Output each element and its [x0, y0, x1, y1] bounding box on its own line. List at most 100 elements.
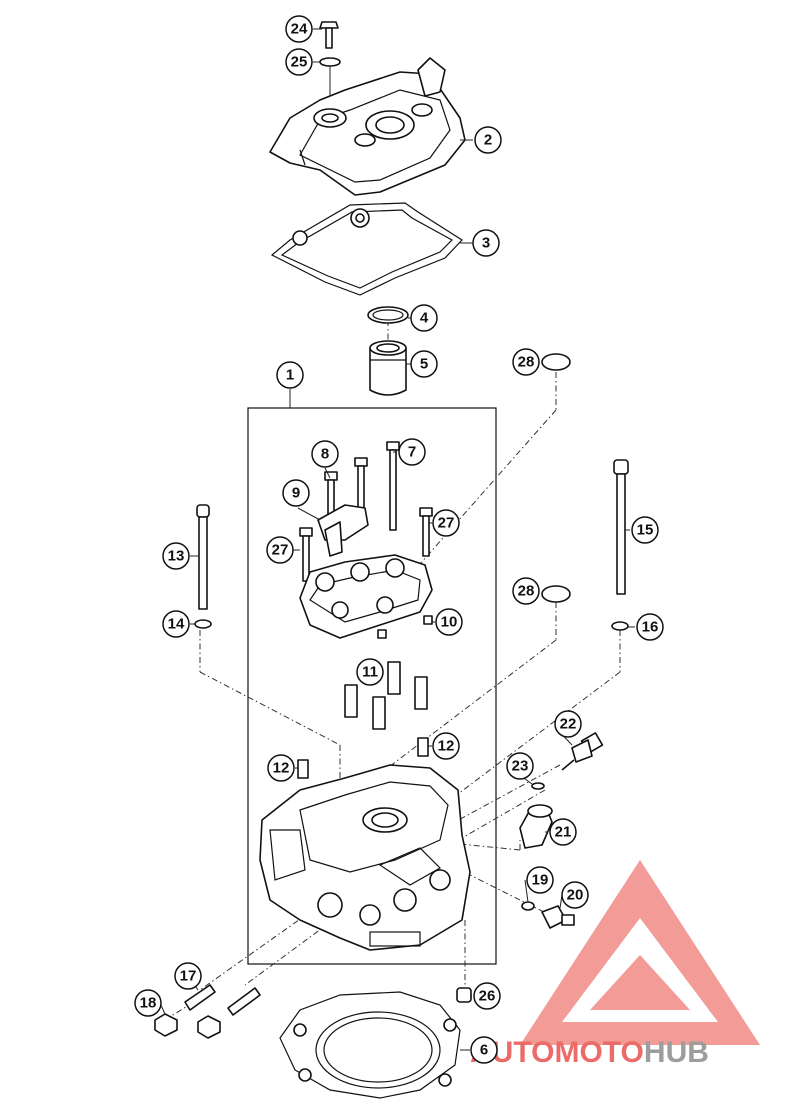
callout-circle — [470, 1036, 498, 1064]
callout-circle — [512, 577, 540, 605]
callout-circle — [174, 962, 202, 990]
callout-circle — [276, 361, 304, 389]
callout-circle — [162, 542, 190, 570]
callout-number: 8 — [321, 446, 329, 463]
callout-number: 3 — [482, 235, 490, 252]
callout-number: 23 — [512, 758, 529, 775]
alignment-line — [244, 914, 341, 986]
spark-plug-sleeve — [369, 340, 407, 396]
callout-circle — [285, 15, 313, 43]
callout-circle — [267, 754, 295, 782]
coolant-fitting — [519, 804, 553, 849]
cover-bolt — [319, 21, 339, 49]
callout-number: 9 — [292, 485, 300, 502]
cylinder-stud-right — [613, 459, 629, 595]
callout-circle — [506, 752, 534, 780]
dowel-pin — [297, 759, 309, 779]
callout-number: 25 — [291, 54, 308, 71]
callout-number: 28 — [518, 354, 535, 371]
callout-number: 20 — [567, 887, 584, 904]
callout-circle — [410, 304, 438, 332]
callout-circle — [282, 479, 310, 507]
alignment-line — [389, 409, 557, 599]
o-ring-small — [541, 585, 571, 603]
bolt-washer — [319, 57, 341, 67]
callout-circle — [473, 982, 501, 1010]
watermark-part1: AUTOMOTO — [470, 1036, 644, 1069]
pressure-sensor — [541, 905, 575, 929]
callout-number: 27 — [438, 515, 455, 532]
callout-number: 26 — [479, 988, 496, 1005]
callout-number: 5 — [420, 356, 428, 373]
cylinder-head — [259, 764, 471, 951]
stud-washer-right — [611, 621, 629, 631]
callout-number: 18 — [140, 995, 157, 1012]
callout-circle — [410, 350, 438, 378]
callout-number: 1 — [286, 367, 294, 384]
cover-gasket — [270, 202, 463, 296]
callout-number: 12 — [438, 738, 455, 755]
callout-circle — [356, 658, 384, 686]
callout-number: 27 — [272, 542, 289, 559]
callout-circle — [474, 126, 502, 154]
seal-ring — [531, 782, 545, 790]
alignment-line — [199, 671, 341, 746]
valve-cover — [269, 57, 466, 196]
callout-circle — [134, 989, 162, 1017]
callout-number: 21 — [555, 824, 572, 841]
callout-number: 17 — [180, 968, 197, 985]
callout-circle — [432, 509, 460, 537]
callout-circle — [636, 613, 664, 641]
callout-circle — [432, 732, 460, 760]
watermark-triangle-core — [590, 955, 690, 1010]
callout-number: 13 — [168, 548, 185, 565]
camshaft-bearing-bridge — [299, 554, 433, 639]
callout-number: 4 — [420, 310, 429, 327]
watermark-logo: AUTOMOTOHUB — [470, 860, 760, 1069]
o-ring-inner — [372, 309, 404, 321]
callout-circle — [285, 48, 313, 76]
callout-circle — [554, 710, 582, 738]
o-ring-small — [541, 353, 571, 371]
valve-guides — [344, 661, 428, 730]
stud-washer-left — [194, 619, 212, 629]
callout-circle — [512, 348, 540, 376]
callout-group: 24 25 2 3 4 5 28 1 8 7 9 27 13 15 14 10 — [134, 15, 664, 1064]
exhaust-nut — [154, 1013, 178, 1037]
callout-circle — [162, 610, 190, 638]
watermark-part2: HUB — [644, 1036, 709, 1069]
seal-ring — [521, 901, 535, 911]
callout-number: 14 — [168, 616, 185, 633]
assembly-frame — [247, 407, 497, 965]
callout-number: 10 — [441, 614, 458, 631]
small-screw — [377, 615, 433, 639]
callout-circle — [631, 516, 659, 544]
callout-circle — [398, 438, 426, 466]
cylinder-head-gasket — [279, 991, 461, 1099]
alignment-line — [164, 994, 206, 1021]
callout-number: 2 — [484, 132, 492, 149]
callout-number: 7 — [408, 444, 416, 461]
sealing-cap — [456, 987, 472, 1003]
callout-number: 24 — [291, 21, 308, 38]
callout-number: 15 — [637, 522, 654, 539]
temperature-sensor — [561, 732, 604, 771]
callout-number: 16 — [642, 619, 659, 636]
watermark-text-primary: AUTOMOTOHUB — [470, 1036, 709, 1069]
alignment-line — [449, 671, 621, 801]
cylinder-stud-left — [196, 504, 210, 610]
chain-tensioner-bracket — [317, 504, 369, 557]
callout-number: 19 — [532, 872, 549, 889]
callout-circle — [526, 866, 554, 894]
callout-circle — [266, 536, 294, 564]
callout-circle — [549, 818, 577, 846]
alignment-line — [384, 639, 557, 771]
callout-circle — [561, 881, 589, 909]
alignment-line — [454, 789, 546, 843]
callout-number: 6 — [480, 1042, 488, 1059]
callout-circle — [311, 440, 339, 468]
callout-number: 11 — [362, 664, 378, 681]
exhaust-studs — [184, 984, 261, 1016]
alignment-line — [199, 904, 321, 991]
